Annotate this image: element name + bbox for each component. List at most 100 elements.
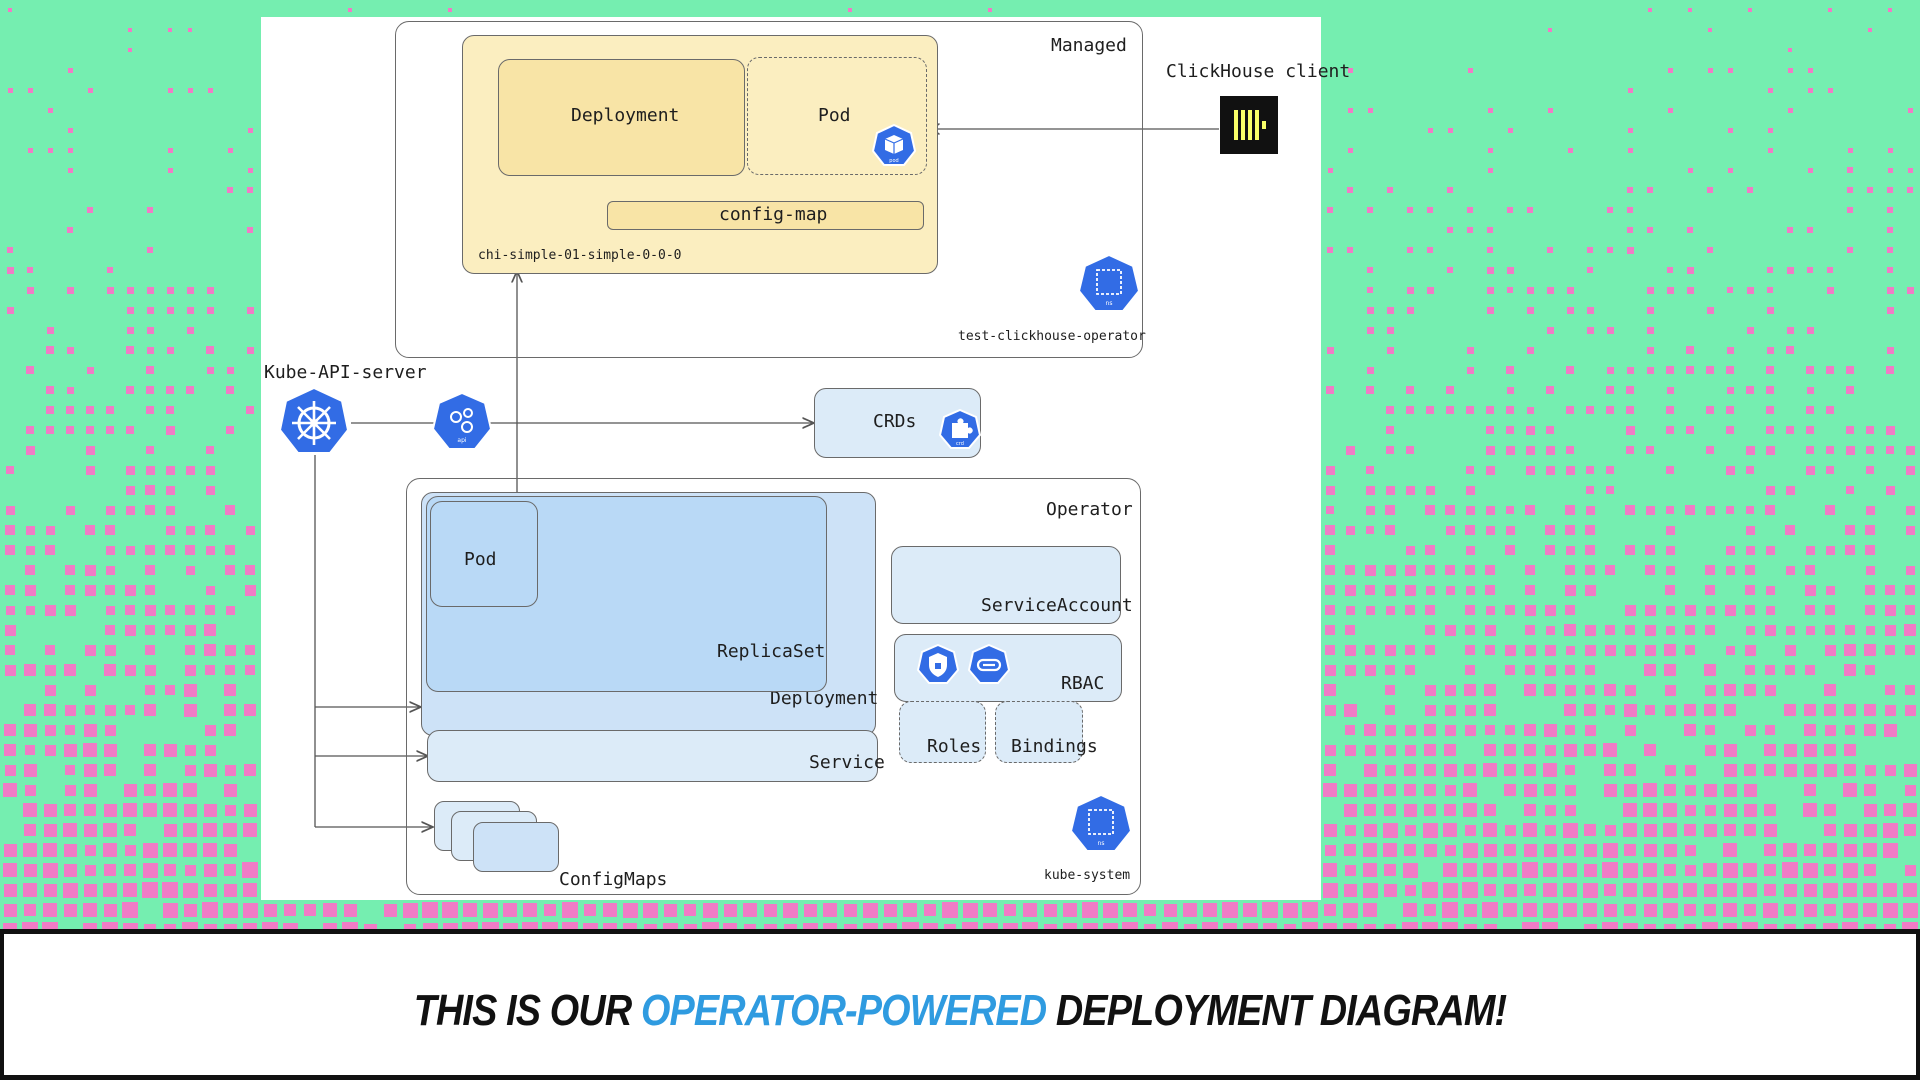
mosaic-tile [163, 743, 177, 757]
mosaic-tile [1684, 804, 1696, 816]
mosaic-tile [244, 764, 256, 776]
mosaic-tile [1364, 724, 1376, 736]
mosaic-tile [1366, 326, 1374, 334]
mosaic-tile [165, 605, 175, 615]
mosaic-tile [1766, 406, 1774, 414]
mosaic-tile [1302, 902, 1318, 918]
mosaic-tile [1726, 346, 1734, 354]
mosaic-tile [1364, 744, 1376, 756]
mosaic-tile [1564, 624, 1576, 636]
mosaic-tile [1544, 744, 1556, 756]
mosaic-tile [125, 505, 135, 515]
mosaic-tile [1385, 525, 1395, 535]
mosaic-tile [1865, 625, 1875, 635]
mosaic-tile [1864, 784, 1876, 796]
mosaic-tile [1745, 525, 1755, 535]
mosaic-tile [123, 883, 137, 897]
mosaic-tile [1404, 884, 1416, 896]
api-server-label: Kube-API-server [264, 362, 427, 383]
mosaic-tile [1745, 625, 1755, 635]
mosaic-tile [1846, 366, 1854, 374]
mosaic-tile [1726, 426, 1734, 434]
mosaic-tile [1903, 803, 1917, 817]
mosaic-tile [1786, 326, 1794, 334]
mosaic-tile [1447, 267, 1453, 273]
chi-deployment-label: Deployment [571, 105, 680, 126]
mosaic-tile [226, 366, 234, 374]
mosaic-tile [1482, 902, 1498, 918]
mosaic-tile [1704, 684, 1716, 696]
mosaic-tile [1325, 605, 1335, 615]
mosaic-tile [1486, 406, 1494, 414]
mosaic-tile [224, 724, 236, 736]
mosaic-tile [1685, 505, 1695, 515]
mosaic-tile [1583, 903, 1597, 917]
mosaic-tile [64, 664, 76, 676]
mosaic-tile [1325, 645, 1335, 655]
mosaic-tile [8, 8, 12, 12]
mosaic-tile [5, 545, 15, 555]
mosaic-tile [1883, 723, 1897, 737]
mosaic-tile [1327, 247, 1333, 253]
mosaic-tile [144, 604, 156, 616]
mosaic-tile [1703, 883, 1717, 897]
mosaic-tile [87, 207, 93, 213]
mosaic-tile [1788, 48, 1792, 52]
mosaic-tile [1885, 685, 1895, 695]
mosaic-tile [1722, 862, 1738, 878]
mosaic-tile [1785, 485, 1795, 495]
mosaic-tile [1726, 366, 1734, 374]
mosaic-tile [1844, 704, 1856, 716]
mosaic-tile [23, 763, 37, 777]
mosaic-tile [25, 525, 35, 535]
mosaic-tile [1883, 883, 1897, 897]
mosaic-tile [1747, 187, 1753, 193]
mosaic-tile [1463, 783, 1477, 797]
mosaic-tile [1824, 684, 1836, 696]
mosaic-tile [402, 902, 418, 918]
mosaic-tile [1863, 903, 1877, 917]
mosaic-tile [103, 743, 117, 757]
mosaic-tile [1523, 843, 1537, 857]
mosaic-tile [1524, 604, 1536, 616]
mosaic-tile [1903, 763, 1917, 777]
mosaic-tile [1806, 406, 1814, 414]
mosaic-tile [422, 902, 438, 918]
mosaic-tile [145, 485, 155, 495]
mosaic-tile [65, 505, 75, 515]
mosaic-tile [1746, 286, 1754, 294]
mosaic-tile [6, 266, 14, 274]
mosaic-tile [1867, 187, 1873, 193]
mosaic-tile [1544, 644, 1556, 656]
mosaic-tile [1406, 306, 1414, 314]
mosaic-tile [203, 843, 217, 857]
mosaic-tile [1566, 446, 1574, 454]
mosaic-tile [227, 187, 233, 193]
mosaic-tile [1625, 505, 1635, 515]
mosaic-tile [1643, 823, 1657, 837]
mosaic-tile [1866, 426, 1874, 434]
mosaic-tile [4, 764, 16, 776]
mosaic-tile [1404, 784, 1416, 796]
mosaic-tile [1404, 764, 1416, 776]
mosaic-tile [1843, 823, 1857, 837]
mosaic-tile [1846, 486, 1854, 494]
mosaic-tile [44, 664, 56, 676]
mosaic-tile [1667, 267, 1673, 273]
mosaic-tile [1904, 864, 1916, 876]
mosaic-tile [1643, 883, 1657, 897]
mosaic-tile [44, 744, 56, 756]
mosaic-tile [1366, 386, 1374, 394]
mosaic-tile [1506, 406, 1514, 414]
mosaic-tile [1547, 247, 1553, 253]
mosaic-tile [247, 187, 253, 193]
mosaic-tile [122, 902, 138, 918]
mosaic-tile [1824, 904, 1836, 916]
mosaic-tile [1505, 665, 1515, 675]
mosaic-tile [223, 883, 237, 897]
mosaic-tile [1606, 406, 1614, 414]
mosaic-tile [1786, 346, 1794, 354]
mosaic-tile [1404, 844, 1416, 856]
mosaic-tile [1467, 67, 1473, 73]
mosaic-tile [1406, 446, 1414, 454]
